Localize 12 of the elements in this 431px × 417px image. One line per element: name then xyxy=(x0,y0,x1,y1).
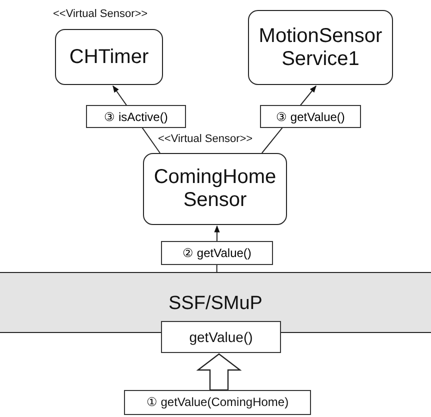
stereotype-label: <<Virtual Sensor>> xyxy=(158,133,253,145)
platform-band: SSF/SMuP xyxy=(0,272,431,333)
component-box: MotionSensor Service1 xyxy=(248,10,393,85)
component-box: CHTimer xyxy=(55,29,163,85)
interface-box: getValue() xyxy=(161,321,281,353)
component-box: ComingHome Sensor xyxy=(143,153,287,225)
edge-label: ③ getValue() xyxy=(260,105,361,128)
stereotype-label: <<Virtual Sensor>> xyxy=(53,8,148,20)
edge-label: ③ isActive() xyxy=(86,105,186,128)
block-arrow xyxy=(196,353,242,391)
request-box: ① getValue(ComingHome) xyxy=(124,390,311,415)
edge-label: ② getValue() xyxy=(161,241,273,265)
